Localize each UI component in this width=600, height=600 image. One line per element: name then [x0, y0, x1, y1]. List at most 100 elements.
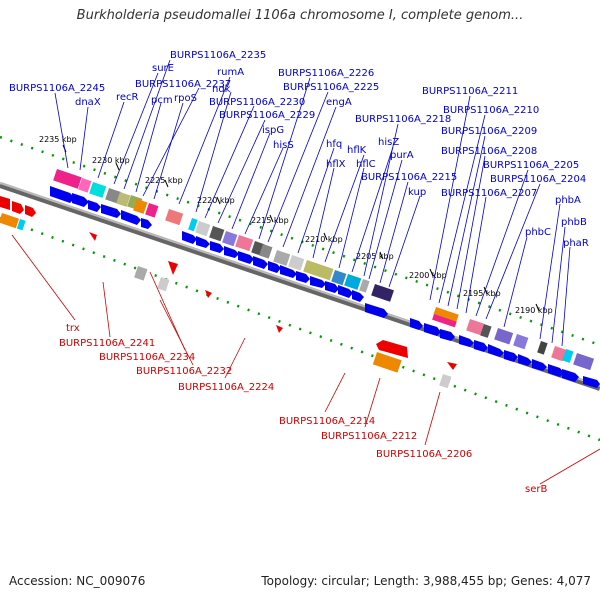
- map-title: Burkholderia pseudomallei 1106a chromoso…: [76, 8, 524, 23]
- gene-box: [439, 374, 452, 389]
- gene-arrow: [518, 354, 532, 366]
- gene-arrow: [488, 344, 504, 357]
- gene-box: [222, 231, 238, 247]
- gene-label: BURPS1106A_2209: [441, 126, 537, 137]
- gene-arrow: [101, 204, 121, 218]
- gene-label: phaR: [563, 238, 589, 249]
- gene-box: [16, 219, 26, 231]
- gene-arrow: [88, 200, 101, 212]
- gene-arrow: [210, 241, 224, 253]
- gene-label: hisS: [273, 140, 294, 151]
- tick-label: 2210 kbp: [305, 235, 343, 244]
- gene-label: hfq: [326, 139, 342, 150]
- gene-box: [195, 221, 211, 237]
- gene-box: [134, 266, 148, 281]
- gene-arrow: [310, 276, 326, 288]
- gene-label: BURPS1106A_2224: [178, 382, 274, 393]
- gene-label: serB: [525, 484, 547, 495]
- gene-label: BURPS1106A_2245: [9, 83, 105, 94]
- gene-box: [105, 188, 122, 204]
- gene-box: [359, 279, 370, 293]
- gene-box: [432, 314, 457, 328]
- gene-arrow-reverse: [376, 340, 408, 358]
- gene-arrow: [121, 210, 141, 225]
- gene-box: [537, 341, 548, 355]
- gene-arrow-reverse: [447, 362, 457, 370]
- tick-label: 2215 kbp: [251, 216, 289, 225]
- gene-label: dnaX: [75, 97, 101, 108]
- inner-dotted-track: [0, 216, 600, 442]
- gene-arrow: [562, 369, 579, 382]
- gene-box: [273, 250, 291, 266]
- gene-label: BURPS1106A_2208: [441, 146, 537, 157]
- gene-arrow: [459, 335, 474, 347]
- left-edge-genes: [0, 196, 36, 231]
- gene-label: BURPS1106A_2230: [209, 97, 305, 108]
- forward-labels: BURPS1106A_2245 dnaX recR surE BURPS1106…: [9, 50, 589, 249]
- reverse-features: [89, 232, 457, 389]
- gene-arrow: [196, 236, 210, 248]
- tick-label: 2230 kbp: [92, 156, 130, 165]
- reverse-leader-lines: [11, 234, 600, 485]
- gene-arrow: [532, 359, 547, 371]
- gene-arrow: [504, 350, 518, 362]
- gene-arrow: [410, 318, 423, 330]
- gene-label: BURPS1106A_2205: [483, 160, 579, 171]
- gene-arrow: [548, 364, 564, 377]
- gene-box: [157, 277, 170, 292]
- gene-arrow: [238, 251, 254, 264]
- topology-text: Topology: circular; Length: 3,988,455 bp…: [261, 574, 591, 588]
- gene-arrow: [50, 186, 75, 203]
- accession-text: Accession: NC_009076: [9, 574, 146, 588]
- gene-arrow-reverse: [12, 201, 24, 214]
- gene-label: phbA: [555, 195, 581, 206]
- gene-label: pcm: [151, 95, 173, 106]
- gene-box: [53, 169, 82, 189]
- gene-arrow-reverse: [0, 196, 10, 210]
- gene-label: BURPS1106A_2204: [490, 174, 586, 185]
- gene-box: [344, 274, 362, 290]
- gene-box: [235, 235, 254, 252]
- gene-label: BURPS1106A_2234: [99, 352, 195, 363]
- forward-leader-lines: [54, 59, 571, 347]
- gene-label: BURPS1106A_2218: [355, 114, 451, 125]
- gene-arrow: [440, 329, 455, 341]
- gene-label: BURPS1106A_2207: [441, 188, 537, 199]
- gene-box: [165, 209, 184, 226]
- gene-label: engA: [326, 97, 352, 108]
- gene-arrow: [365, 303, 388, 318]
- gene-arrow: [280, 265, 297, 278]
- gene-arrow-reverse: [89, 232, 97, 241]
- gene-box: [562, 349, 574, 363]
- gene-box: [551, 346, 567, 362]
- gene-label: BURPS1106A_2226: [278, 68, 374, 79]
- gene-label: BURPS1106A_2225: [283, 82, 379, 93]
- gene-label: hflX: [326, 159, 346, 170]
- tick-label: 2190 kbp: [515, 306, 553, 315]
- gene-arrow: [253, 256, 268, 269]
- gene-box: [303, 260, 334, 281]
- gene-arrow-reverse: [168, 261, 178, 275]
- gene-box: [133, 199, 148, 214]
- gene-label: kup: [408, 187, 426, 198]
- gene-box: [145, 203, 159, 218]
- gene-arrow-reverse: [276, 325, 283, 333]
- gene-arrow: [424, 323, 441, 336]
- gene-label: BURPS1106A_2211: [422, 86, 518, 97]
- gene-label: BURPS1106A_2232: [136, 366, 232, 377]
- gene-label: rpoS: [174, 93, 197, 104]
- gene-label: BURPS1106A_2229: [219, 110, 315, 121]
- gene-label: BURPS1106A_2212: [321, 431, 417, 442]
- gene-label: recR: [116, 92, 139, 103]
- gene-label: phbC: [525, 227, 551, 238]
- gene-arrow: [268, 261, 281, 273]
- gene-box: [116, 192, 131, 207]
- gene-box: [209, 226, 225, 242]
- gene-label: BURPS1106A_2206: [376, 449, 472, 460]
- forward-colored-boxes: [53, 169, 595, 371]
- gene-label: BURPS1106A_2237: [135, 79, 231, 90]
- gene-box: [288, 254, 305, 271]
- outer-dotted-track: [0, 135, 600, 347]
